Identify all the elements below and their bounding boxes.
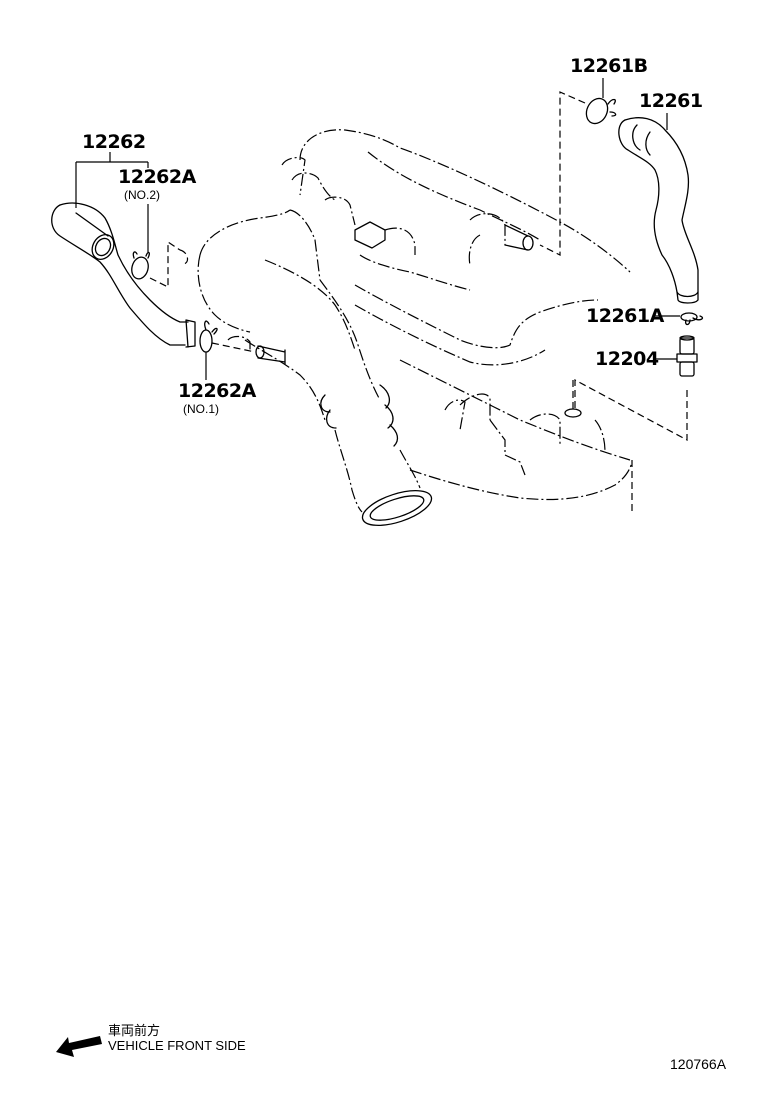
part-label-12261: 12261	[639, 90, 703, 112]
hose-12261-drawing	[618, 117, 699, 304]
legend-japanese-text: 車両前方	[108, 1024, 161, 1039]
arrow-front-left-icon	[56, 1036, 102, 1057]
part-label-12262A-no2: 12262A	[118, 166, 196, 188]
clamp-12262A-no1-drawing	[199, 320, 256, 353]
intake-duct-drawing	[197, 209, 433, 527]
part-label-12261B: 12261B	[570, 55, 648, 77]
engine-block-drawing	[281, 129, 633, 515]
clamp-12262A-no2-drawing	[131, 240, 189, 288]
legend-english-text: VEHICLE FRONT SIDE	[108, 1038, 246, 1053]
figure-id: 120766A	[670, 1056, 727, 1072]
leader-lines	[75, 78, 680, 380]
part-label-12204: 12204	[595, 348, 659, 370]
part-sublabel-no1: (NO.1)	[183, 402, 219, 416]
hose-12262-drawing	[51, 202, 196, 348]
part-sublabel-no2: (NO.2)	[124, 188, 160, 202]
part-label-12261A: 12261A	[586, 305, 664, 327]
part-label-12262: 12262	[82, 131, 146, 153]
pcv-valve-12204-drawing	[574, 335, 698, 442]
part-label-12262A-no1: 12262A	[178, 380, 256, 402]
clamp-12261A-drawing	[680, 312, 704, 326]
clamp-12261B-drawing	[539, 91, 617, 256]
